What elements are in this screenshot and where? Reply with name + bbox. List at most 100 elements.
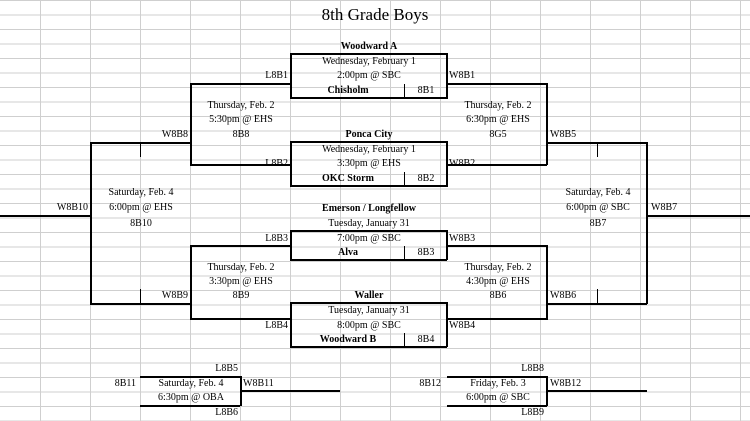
bracket-line	[240, 390, 340, 392]
game-time: 6:30pm @ OBA	[158, 392, 224, 403]
bracket-line	[290, 97, 447, 99]
loser-label: L8B8	[521, 363, 544, 374]
game-date: Saturday, Feb. 4	[108, 187, 174, 198]
winner-label: W8B4	[449, 320, 476, 331]
game-time: 8:00pm @ SBC	[337, 320, 401, 331]
game-number: 8B11	[114, 378, 136, 389]
game-date: Saturday, Feb. 4	[565, 187, 631, 198]
team-name: Woodward B	[319, 334, 377, 345]
bracket-line	[597, 143, 598, 157]
bracket-line	[190, 83, 290, 85]
bracket-line	[290, 346, 447, 348]
winner-label: W8B10	[56, 202, 88, 213]
bracket-line	[190, 83, 192, 165]
bracket-line	[190, 245, 290, 247]
bracket-line	[547, 303, 647, 305]
bracket-line	[290, 53, 447, 55]
bracket-line	[140, 405, 240, 407]
bracket-line	[446, 302, 448, 347]
bracket-line	[447, 245, 547, 247]
bracket-line	[597, 289, 598, 303]
winner-label: W8B1	[449, 70, 476, 81]
game-time: 3:30pm @ EHS	[337, 158, 401, 169]
page-title: 8th Grade Boys	[321, 5, 429, 24]
bracket-line	[646, 142, 648, 304]
team-name: Waller	[354, 290, 384, 301]
game-time: 4:30pm @ EHS	[466, 276, 530, 287]
game-date: Wednesday, February 1	[322, 144, 416, 155]
winner-label: W8B3	[449, 233, 476, 244]
bracket-line	[404, 84, 405, 98]
bracket-line	[290, 302, 447, 304]
bracket-line	[547, 390, 647, 392]
game-date: Thursday, Feb. 2	[464, 100, 532, 111]
bracket-line	[190, 164, 290, 166]
bracket-line	[290, 185, 447, 187]
winner-label: W8B12	[550, 378, 582, 389]
bracket-line	[546, 245, 548, 320]
team-name: Woodward A	[340, 41, 398, 52]
game-number: 8B12	[419, 378, 441, 389]
loser-label: L8B1	[265, 70, 288, 81]
bracket-line	[447, 376, 547, 378]
game-date: Tuesday, January 31	[328, 218, 410, 229]
bracket-line	[0, 215, 90, 217]
loser-label: L8B9	[521, 407, 544, 418]
bracket-line	[404, 333, 405, 347]
loser-label: L8B4	[265, 320, 288, 331]
game-number: 8B6	[489, 290, 507, 301]
bracket-line	[190, 245, 192, 320]
bracket-line	[290, 259, 447, 261]
bracket-line	[140, 289, 141, 303]
bracket-line	[446, 53, 448, 99]
game-number: 8B2	[417, 173, 435, 184]
bracket-line	[290, 141, 292, 187]
team-name: Chisholm	[327, 85, 369, 96]
game-date: Wednesday, February 1	[322, 56, 416, 67]
game-time: 6:00pm @ SBC	[566, 202, 630, 213]
winner-label: W8B11	[243, 378, 274, 389]
bracket-line	[647, 215, 750, 217]
bracket-line	[290, 230, 292, 260]
game-number: 8B7	[589, 218, 607, 229]
game-time: 7:00pm @ SBC	[337, 233, 401, 244]
winner-label: W8B2	[449, 158, 476, 169]
loser-label: L8B6	[215, 407, 238, 418]
game-number: 8B8	[232, 129, 250, 140]
bracket-line	[90, 142, 92, 304]
team-name: Ponca City	[345, 129, 393, 140]
game-date: Thursday, Feb. 2	[464, 262, 532, 273]
game-date: Friday, Feb. 3	[470, 378, 526, 389]
team-name: Alva	[338, 247, 358, 258]
game-time: 3:30pm @ EHS	[209, 276, 273, 287]
game-number: 8G5	[489, 129, 507, 140]
bracket-line	[447, 83, 547, 85]
loser-label: L8B2	[265, 158, 288, 169]
winner-label: W8B8	[161, 129, 188, 140]
bracket-line	[546, 83, 548, 165]
game-time: 6:30pm @ EHS	[466, 114, 530, 125]
game-time: 2:00pm @ SBC	[337, 70, 401, 81]
game-number: 8B1	[417, 85, 435, 96]
winner-label: W8B9	[161, 290, 188, 301]
loser-label: L8B3	[265, 233, 288, 244]
bracket-line	[290, 53, 292, 99]
game-time: 6:00pm @ SBC	[466, 392, 530, 403]
bracket-line	[290, 141, 447, 143]
team-name: OKC Storm	[322, 173, 374, 184]
bracket-line	[290, 230, 447, 232]
bracket-line	[447, 405, 547, 407]
bracket-line	[90, 303, 190, 305]
bracket-line	[290, 302, 292, 347]
winner-label: W8B5	[550, 129, 577, 140]
team-name: Emerson / Longfellow	[322, 203, 416, 214]
winner-label: W8B6	[550, 290, 577, 301]
bracket-line	[447, 318, 547, 320]
game-time: 6:00pm @ EHS	[109, 202, 173, 213]
loser-label: L8B5	[215, 363, 238, 374]
bracket-line	[404, 172, 405, 186]
bracket-line	[140, 376, 240, 378]
game-number: 8B9	[232, 290, 250, 301]
bracket-line	[447, 164, 547, 166]
